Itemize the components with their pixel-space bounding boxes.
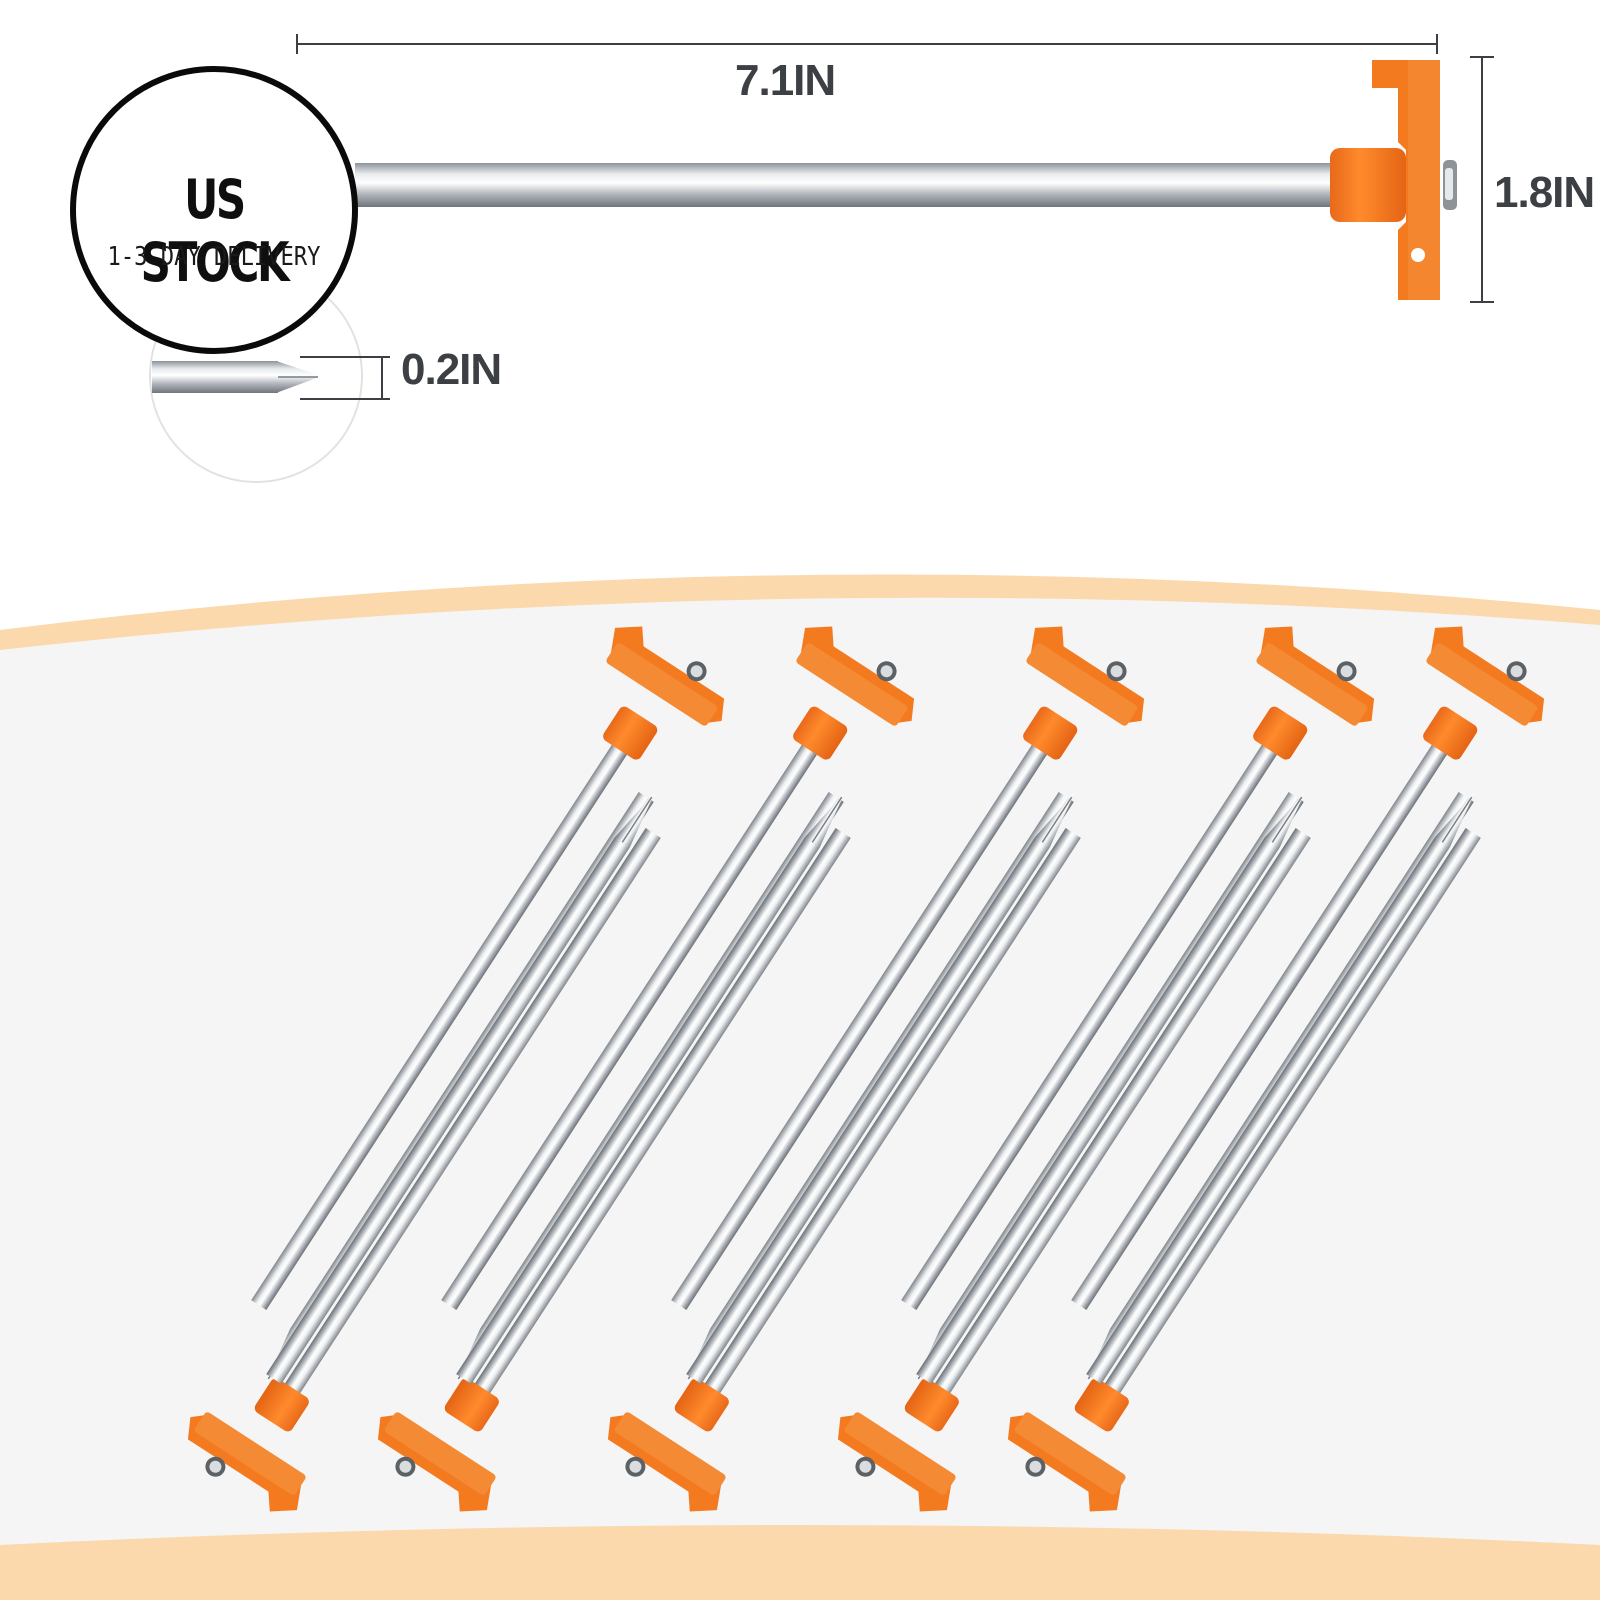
badge-subtitle: 1-3 DAY DELIVERY [107, 242, 321, 272]
diameter-label: 0.2IN [401, 345, 502, 394]
tray-background [0, 597, 1600, 1545]
length-label: 7.1IN [735, 56, 836, 105]
us-stock-badge: US STOCK 1-3 DAY DELIVERY [70, 66, 358, 354]
height-dimension-line [1470, 56, 1494, 303]
badge-title: US STOCK [140, 168, 290, 294]
length-dimension-line [296, 34, 1438, 54]
main-stake-illustration [355, 60, 1457, 300]
height-label: 1.8IN [1494, 168, 1595, 217]
